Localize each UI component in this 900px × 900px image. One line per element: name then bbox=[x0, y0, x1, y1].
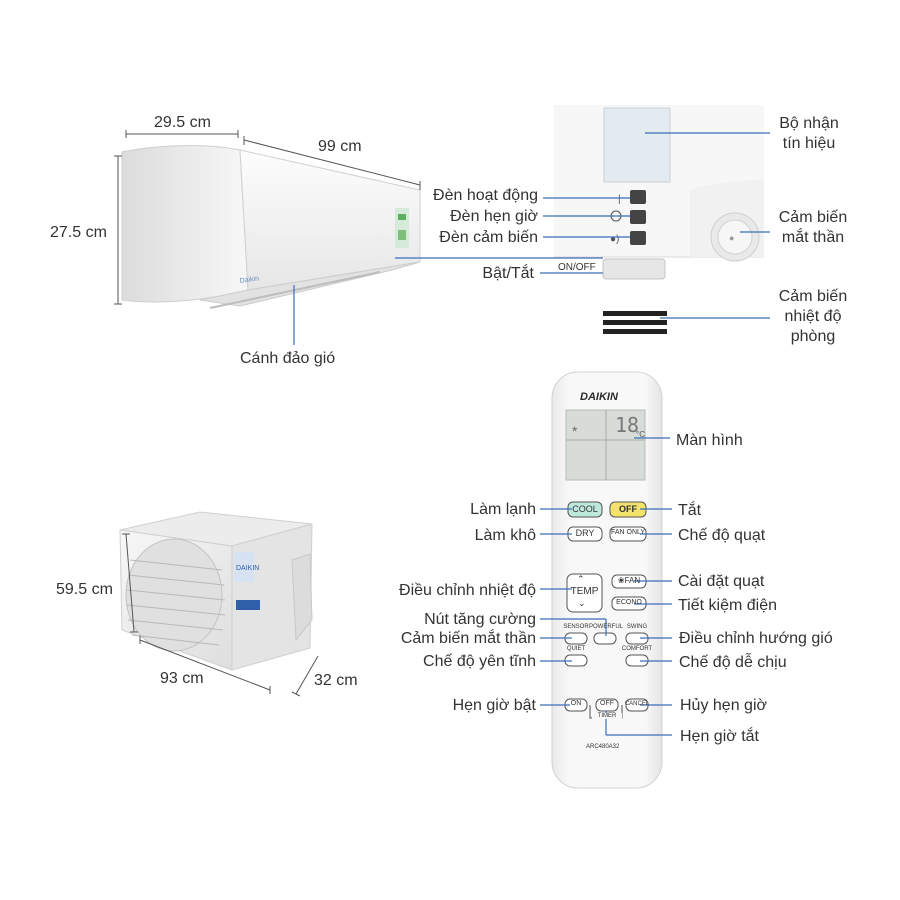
signal-receiver-label: Bộ nhận tín hiệu bbox=[779, 115, 839, 152]
remote-brand: DAIKIN bbox=[580, 391, 618, 403]
off-label: Tắt bbox=[678, 502, 702, 519]
panel-leaders bbox=[395, 132, 770, 319]
timer-on-button[interactable]: ON bbox=[570, 700, 582, 707]
comfort-label: Chế độ dễ chịu bbox=[679, 654, 787, 671]
svg-text:*: * bbox=[572, 423, 578, 439]
powerful-button[interactable] bbox=[594, 633, 616, 644]
dry-button[interactable]: DRY bbox=[575, 528, 595, 538]
temp-button[interactable]: TEMP bbox=[570, 586, 599, 597]
outdoor-width-label: 93 cm bbox=[160, 670, 204, 687]
svg-text:DAIKIN: DAIKIN bbox=[236, 565, 259, 572]
fan-only-button[interactable]: FAN ONLY bbox=[610, 529, 646, 536]
timer-group-label: TIMER bbox=[592, 713, 622, 719]
remote-leaders bbox=[540, 437, 672, 736]
on-off-label: Bật/Tắt bbox=[482, 265, 534, 282]
remote-display-temp-glyph: 18 bbox=[615, 413, 639, 437]
svg-text:●): ●) bbox=[610, 234, 619, 245]
swing-button-label: SWING bbox=[626, 624, 648, 630]
fan-button[interactable]: ❀FAN bbox=[617, 576, 641, 585]
display-label: Màn hình bbox=[676, 432, 743, 449]
room-temp-sensor-label: Cảm biến nhiệt độ phòng bbox=[778, 288, 848, 345]
indoor-unit: Daikin bbox=[121, 145, 421, 309]
fan-only-label: Chế độ quạt bbox=[678, 527, 766, 544]
indoor-dimensions bbox=[114, 130, 421, 305]
cancel-label: Hủy hẹn giờ bbox=[680, 697, 767, 714]
powerful-button-label: POWERFUL bbox=[589, 624, 624, 630]
sensor-button-label: SENSOR bbox=[563, 624, 589, 630]
timer-on-label: Hẹn giờ bật bbox=[452, 697, 536, 714]
cool-button[interactable]: COOL bbox=[572, 504, 598, 514]
temp-down-icon: ⌄ bbox=[578, 598, 586, 608]
remote-display-unit: °C bbox=[636, 430, 645, 439]
fan-label: Cài đặt quạt bbox=[678, 573, 765, 590]
timer-off-button[interactable]: OFF bbox=[600, 700, 614, 707]
svg-text:|: | bbox=[618, 194, 621, 205]
timer-lamp-label: Đèn hẹn giờ bbox=[450, 208, 538, 225]
indoor-height-label: 27.5 cm bbox=[50, 224, 107, 241]
comfort-button[interactable] bbox=[626, 655, 648, 666]
outdoor-depth-label: 32 cm bbox=[314, 672, 358, 689]
swing-button[interactable] bbox=[626, 633, 648, 644]
off-button[interactable]: OFF bbox=[619, 504, 637, 514]
indoor-depth-label: 29.5 cm bbox=[154, 114, 211, 131]
quiet-label: Chế độ yên tĩnh bbox=[423, 653, 536, 670]
on-off-button-text: ON/OFF bbox=[558, 262, 596, 273]
temp-label: Điều chỉnh nhiệt độ bbox=[399, 582, 536, 599]
dry-label: Làm khô bbox=[474, 527, 536, 544]
powerful-label: Nút tăng cường bbox=[424, 611, 536, 628]
panel-closeup: | ●) ● bbox=[554, 105, 764, 341]
operation-lamp-label: Đèn hoạt động bbox=[433, 187, 538, 204]
vane-label: Cánh đảo gió bbox=[240, 350, 336, 367]
indoor-width-label: 99 cm bbox=[318, 138, 362, 155]
outdoor-dimensions bbox=[122, 533, 319, 697]
quiet-button-label: QUIET bbox=[566, 646, 586, 652]
quiet-button[interactable] bbox=[565, 655, 587, 666]
outdoor-height-label: 59.5 cm bbox=[56, 581, 113, 598]
econo-button[interactable]: ECONO bbox=[616, 599, 642, 606]
remote-model: ARC480A32 bbox=[586, 744, 620, 750]
temp-up-icon: ⌃ bbox=[577, 574, 585, 584]
timer-off-label: Hẹn giờ tắt bbox=[680, 728, 759, 745]
sensor-lamp-label: Đèn cảm biến bbox=[439, 229, 538, 246]
comfort-button-label: COMFORT bbox=[621, 646, 653, 652]
econo-label: Tiết kiệm điện bbox=[678, 597, 777, 614]
svg-text:●: ● bbox=[729, 233, 734, 243]
remote-control: * 18 bbox=[551, 371, 663, 789]
swing-label: Điều chỉnh hướng gió bbox=[679, 630, 833, 647]
cool-label: Làm lạnh bbox=[470, 501, 536, 518]
eye-sensor-label: Cảm biến mắt thần bbox=[778, 209, 848, 246]
cancel-button[interactable]: CANCEL bbox=[624, 701, 650, 707]
sensor-label: Cảm biến mắt thần bbox=[400, 630, 536, 647]
svg-text:Daikin: Daikin bbox=[239, 275, 259, 285]
outdoor-unit: DAIKIN bbox=[119, 511, 313, 671]
sensor-button[interactable] bbox=[565, 633, 587, 644]
